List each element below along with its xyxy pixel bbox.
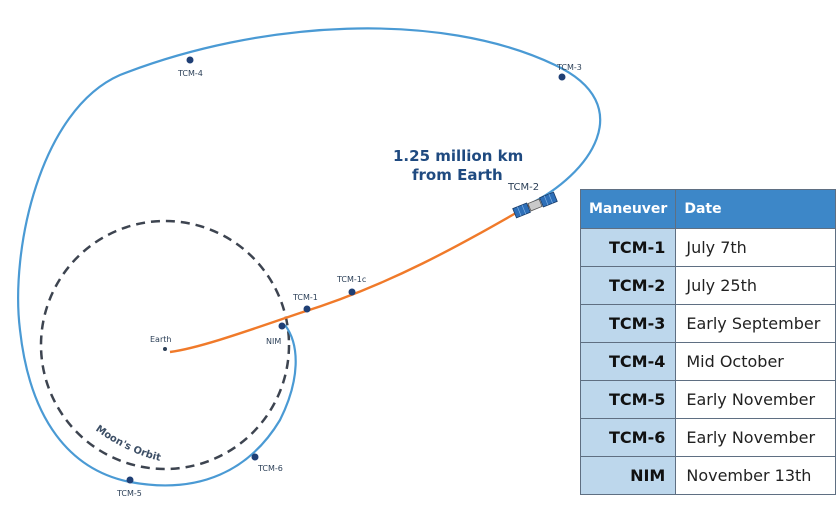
moon-orbit-circle	[39, 219, 291, 471]
trajectory-return-path	[17, 27, 602, 487]
tcm6-label: TCM-6	[257, 464, 283, 473]
earth-label: Earth	[150, 335, 171, 344]
table-row: TCM-6 Early November	[579, 418, 836, 457]
table-row: TCM-4 Mid October	[579, 342, 836, 381]
distance-label-line2: from Earth	[412, 166, 503, 184]
header-maneuver: Maneuver	[579, 189, 677, 229]
maneuver-cell: TCM-2	[579, 266, 677, 305]
maneuver-table: Maneuver Date TCM-1 July 7th TCM-2 July …	[579, 189, 836, 495]
tcm6-point	[251, 453, 259, 461]
table-row: TCM-5 Early November	[579, 380, 836, 419]
maneuver-cell: TCM-1	[579, 228, 677, 267]
header-date: Date	[675, 189, 836, 229]
nim-point	[278, 322, 286, 330]
date-cell: Mid October	[675, 342, 836, 381]
tcm4-label: TCM-4	[177, 69, 203, 78]
distance-label-line1: 1.25 million km	[393, 147, 523, 165]
tcm5-label: TCM-5	[116, 489, 142, 498]
table-row: TCM-2 July 25th	[579, 266, 836, 305]
tcm4-point	[186, 56, 194, 64]
tcm3-label: TCM-3	[556, 63, 582, 72]
maneuver-cell: TCM-6	[579, 418, 677, 457]
maneuver-cell: TCM-3	[579, 304, 677, 343]
table-row: TCM-1 July 7th	[579, 228, 836, 267]
tcm2-label: TCM-2	[507, 182, 539, 193]
tcm1c-point	[348, 288, 356, 296]
maneuver-cell: NIM	[579, 456, 677, 495]
tcm1-point	[303, 305, 311, 313]
nim-label: NIM	[266, 337, 281, 346]
table-header-row: Maneuver Date	[579, 189, 836, 229]
tcm1-label: TCM-1	[292, 293, 318, 302]
date-cell: July 25th	[675, 266, 836, 305]
date-cell: July 7th	[675, 228, 836, 267]
table-row: TCM-3 Early September	[579, 304, 836, 343]
tcm3-point	[558, 73, 566, 81]
tcm5-point	[126, 476, 134, 484]
date-cell: Early November	[675, 380, 836, 419]
date-cell: Early November	[675, 418, 836, 457]
moon-orbit-label: Moon's Orbit	[93, 424, 162, 464]
date-cell: Early September	[675, 304, 836, 343]
maneuver-cell: TCM-5	[579, 380, 677, 419]
date-cell: November 13th	[675, 456, 836, 495]
spacecraft-icon	[512, 191, 558, 219]
earth-dot	[163, 347, 167, 351]
maneuver-cell: TCM-4	[579, 342, 677, 381]
tcm1c-label: TCM-1c	[336, 275, 366, 284]
table-row: NIM November 13th	[579, 456, 836, 495]
trajectory-outbound-path	[169, 203, 531, 354]
